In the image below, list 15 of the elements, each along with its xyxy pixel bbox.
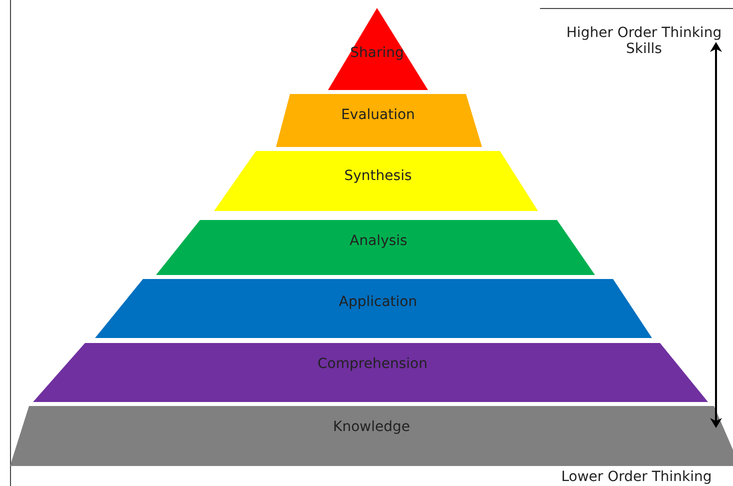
level-label: Sharing: [349, 45, 405, 61]
pyramid-level: [10, 406, 733, 466]
level-label: Comprehension: [316, 356, 428, 372]
pyramid-level: [214, 151, 538, 211]
pyramid-level: [95, 279, 652, 338]
level-label: Analysis: [348, 233, 408, 249]
level-label: Evaluation: [340, 107, 416, 123]
level-label: Knowledge: [332, 419, 411, 435]
scale-label: Higher Order Thinking Skills: [565, 25, 723, 57]
pyramid-level: [33, 343, 708, 402]
level-label: Application: [338, 294, 418, 310]
pyramid-level: [156, 220, 595, 275]
pyramid-level: [328, 8, 428, 90]
pyramid-level: [276, 94, 482, 147]
level-label: Synthesis: [343, 168, 413, 184]
